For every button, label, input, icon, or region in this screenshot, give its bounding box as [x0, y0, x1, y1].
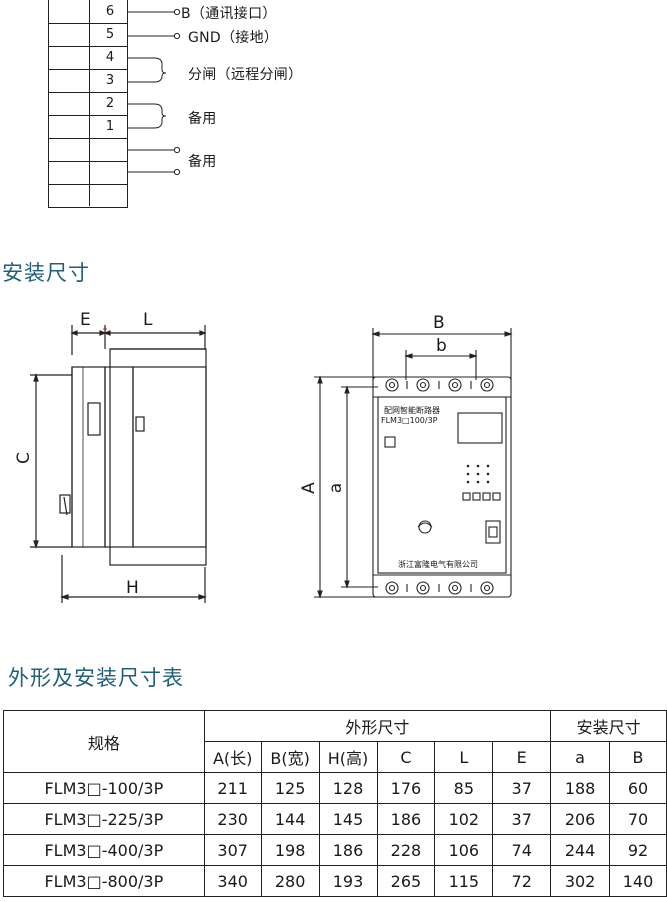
table-cell: 85	[434, 772, 494, 804]
terminal-number: 2	[105, 96, 115, 111]
terminal-number: 5	[105, 27, 115, 42]
side-view-drawing	[30, 325, 207, 603]
column-header: E	[492, 741, 552, 773]
table-cell: 74	[492, 834, 552, 866]
device-manufacturer: 浙江富隆电气有限公司	[398, 560, 478, 569]
terminal-row-line	[49, 69, 127, 70]
table-cell: 128	[318, 772, 378, 804]
column-header: a	[550, 741, 611, 773]
dimension-table: 规格 外形尺寸 安装尺寸 A(长) B(宽) H(高) C L E a B FL…	[3, 710, 667, 897]
column-header: H(高)	[318, 741, 378, 773]
terminal-number: 3	[105, 73, 115, 88]
column-header: B	[609, 741, 667, 773]
table-cell: 230	[203, 803, 262, 835]
terminal-row-line	[49, 92, 127, 93]
table-row: FLM3□-100/3P 211 125 128 176 85 37 188 6…	[3, 772, 667, 804]
table-cell: 70	[609, 803, 667, 835]
table-cell: 188	[550, 772, 611, 804]
device-name: 配网智能断路器	[384, 406, 440, 415]
terminal-number: 4	[105, 50, 115, 65]
label-spare-1: 备用	[188, 111, 217, 127]
device-model: FLM3□100/3P	[381, 416, 438, 425]
dim-label-h: H	[126, 578, 139, 598]
table-cell: 125	[260, 772, 320, 804]
label-spare-2: 备用	[188, 154, 217, 170]
header-spec: 规格	[3, 710, 205, 773]
terminal-row-line	[49, 161, 127, 162]
column-header: L	[434, 741, 494, 773]
table-cell: 186	[318, 834, 378, 866]
table-row: FLM3□-400/3P 307 198 186 228 106 74 244 …	[3, 834, 667, 866]
table-cell: 92	[609, 834, 667, 866]
terminal-leads	[128, 8, 181, 176]
table-cell: 302	[550, 865, 611, 897]
table-cell: 198	[260, 834, 320, 866]
table-cell: 60	[609, 772, 667, 804]
table-cell: FLM3□-400/3P	[3, 834, 205, 866]
table-cell: 228	[376, 834, 436, 866]
header-install-dimensions: 安装尺寸	[550, 710, 667, 742]
dim-label-a-large: A	[298, 482, 319, 494]
label-remote-trip: 分闸（远程分闸）	[188, 67, 303, 83]
table-cell: 340	[203, 865, 262, 897]
table-cell: 211	[203, 772, 262, 804]
terminal-row-line	[49, 46, 127, 47]
front-view-drawing	[314, 328, 513, 599]
table-cell: 106	[434, 834, 494, 866]
table-cell: 145	[318, 803, 378, 835]
table-cell: 307	[203, 834, 262, 866]
dim-label-b-width: B	[433, 313, 445, 333]
terminal-number: 6	[105, 4, 115, 19]
table-cell: 144	[260, 803, 320, 835]
section-title-install: 安装尺寸	[2, 261, 90, 285]
header-outline-dimensions: 外形尺寸	[203, 710, 552, 742]
label-ground: GND（接地）	[188, 30, 279, 46]
table-cell: 265	[376, 865, 436, 897]
table-cell: 140	[609, 865, 667, 897]
table-cell: 280	[260, 865, 320, 897]
table-cell: 37	[492, 772, 552, 804]
table-cell: FLM3□-225/3P	[3, 803, 205, 835]
table-cell: FLM3□-800/3P	[3, 865, 205, 897]
table-cell: 37	[492, 803, 552, 835]
dim-label-a-small: a	[326, 482, 347, 494]
table-cell: 186	[376, 803, 436, 835]
terminal-row-line	[49, 184, 127, 185]
section-title-dimension-table: 外形及安装尺寸表	[8, 666, 184, 690]
terminal-strip-divider	[89, 0, 90, 206]
terminal-row-line	[49, 115, 127, 116]
dim-label-c: C	[13, 452, 34, 464]
dim-label-b-small: b	[436, 336, 447, 356]
terminal-number: 1	[105, 119, 115, 134]
table-cell: FLM3□-100/3P	[3, 772, 205, 804]
table-row: FLM3□-225/3P 230 144 145 186 102 37 206 …	[3, 803, 667, 835]
column-header: A(长)	[203, 741, 262, 773]
table-row: FLM3□-800/3P 340 280 193 265 115 72 302 …	[3, 865, 667, 897]
terminal-row-line	[49, 138, 127, 139]
table-cell: 176	[376, 772, 436, 804]
table-cell: 206	[550, 803, 611, 835]
table-cell: 72	[492, 865, 552, 897]
table-cell: 102	[434, 803, 494, 835]
terminal-row-line	[49, 23, 127, 24]
column-header: C	[376, 741, 436, 773]
terminal-strip	[48, 0, 128, 208]
dim-label-e: E	[80, 310, 91, 330]
dim-label-l: L	[143, 310, 153, 330]
label-comm-interface: B（通讯接口）	[181, 6, 277, 22]
column-header: B(宽)	[260, 741, 320, 773]
table-cell: 115	[434, 865, 494, 897]
table-cell: 244	[550, 834, 611, 866]
table-cell: 193	[318, 865, 378, 897]
